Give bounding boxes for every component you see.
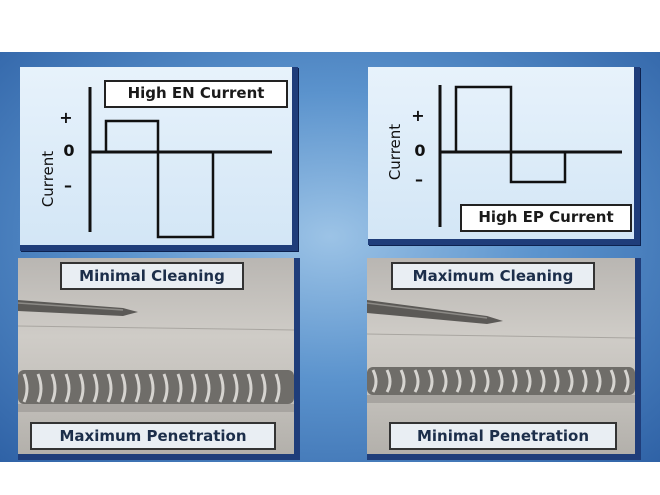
en-waveform-panel: Current + 0 – High EN Current <box>20 67 298 251</box>
ep-plus-sign: + <box>411 106 424 125</box>
en-weld-ripples <box>22 373 281 403</box>
en-minus-sign: – <box>64 176 72 195</box>
en-electrode <box>18 300 138 316</box>
en-title-box: High EN Current <box>104 80 288 108</box>
ep-weld-photo <box>367 300 635 403</box>
en-penetration-label: Maximum Penetration <box>30 422 276 450</box>
background-stage: Current + 0 – High EN Current Current + … <box>0 52 660 462</box>
ep-waveform <box>454 85 567 184</box>
en-waveform <box>104 119 215 239</box>
en-weld-bead <box>18 370 294 404</box>
en-weld-photo <box>18 300 294 412</box>
ep-waveform-diagram: Current + 0 – <box>386 85 622 227</box>
ep-waveform-panel: Current + 0 – High EP Current <box>368 67 640 245</box>
ep-minus-sign: – <box>415 170 423 189</box>
ep-cleaning-label: Maximum Cleaning <box>391 262 595 290</box>
en-cleaning-label: Minimal Cleaning <box>60 262 244 290</box>
ep-penetration-label: Minimal Penetration <box>389 422 617 450</box>
ep-zero-label: 0 <box>414 141 425 160</box>
ep-y-axis-label: Current <box>386 124 404 180</box>
ep-weld-ripples <box>371 369 630 393</box>
ep-weld-photo-panel: Maximum Cleaning Minimal Penetration <box>367 258 641 460</box>
en-waveform-diagram: Current + 0 – <box>39 87 272 239</box>
en-plus-sign: + <box>59 108 72 127</box>
en-zero-label: 0 <box>63 141 74 160</box>
en-y-axis-label: Current <box>39 151 57 207</box>
en-weld-photo-panel: Minimal Cleaning Maximum Penetration <box>18 258 300 460</box>
ep-title-box: High EP Current <box>460 204 632 232</box>
